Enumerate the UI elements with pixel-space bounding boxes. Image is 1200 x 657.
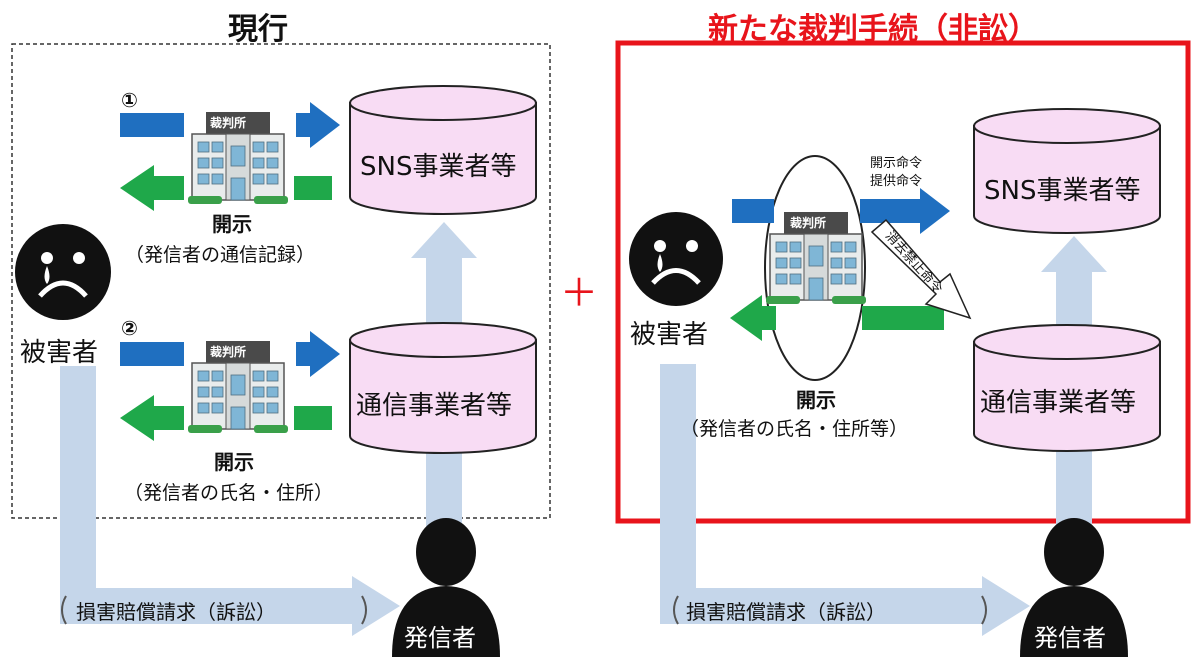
green-arrow-right (730, 295, 776, 341)
disclose-head-2: 開示 (214, 450, 254, 474)
telecom-label-left: 通信事業者等 (356, 391, 513, 421)
blue-arrow-right (860, 188, 950, 234)
victim-label-right: 被害者 (630, 320, 709, 350)
victim-sad-face-right (629, 212, 723, 306)
sender-silhouette-left (392, 518, 500, 657)
disclose-body-1: （発信者の通信記録） (125, 244, 316, 266)
order-disclose-label: 開示命令 (870, 156, 923, 171)
current-title: 現行 (228, 12, 288, 47)
disclose-body-2: （発信者の氏名・住所） (124, 482, 334, 504)
blue-arrow-1 (296, 102, 340, 148)
damages-claim-arrow-right (660, 364, 1030, 636)
erase-order-arrow (870, 218, 972, 320)
victim-label-left: 被害者 (20, 338, 99, 368)
telecom-cylinder-left (349, 322, 537, 454)
new-procedure-title: 新たな裁判手続（非訟） (708, 12, 1038, 47)
plus-sign: ＋ (560, 271, 599, 315)
current-frame (11, 43, 551, 519)
telecom-label-right: 通信事業者等 (980, 388, 1137, 418)
blue-arrow-2 (296, 331, 340, 377)
disclose-body-right: （発信者の氏名・住所等） (680, 418, 909, 440)
sns-label-left: SNS事業者等 (360, 152, 517, 182)
sns-label-right: SNS事業者等 (984, 176, 1141, 206)
court-sign-right: 裁判所 (790, 216, 827, 230)
court-sign-2: 裁判所 (210, 345, 247, 359)
sender-label-left: 発信者 (404, 624, 476, 652)
step-1-marker: ① (121, 88, 138, 112)
sender-label-right: 発信者 (1034, 624, 1106, 652)
green-arrow-2 (120, 395, 184, 441)
step-2-marker: ② (121, 316, 138, 340)
green-arrow-1 (120, 165, 184, 211)
sns-cylinder-left (349, 85, 537, 215)
order-provide-label: 提供命令 (870, 174, 923, 189)
sns-cylinder-right (973, 108, 1161, 234)
victim-sad-face-left (15, 224, 111, 320)
sender-silhouette-right (1020, 518, 1128, 657)
disclose-head-right: 開示 (796, 388, 836, 412)
court-sign-1: 裁判所 (210, 116, 247, 130)
new-procedure-frame (615, 40, 1191, 524)
damages-label-right: 損害賠償請求（訴訟） (686, 600, 886, 624)
damages-label-left: 損害賠償請求（訴訟） (76, 600, 276, 624)
telecom-cylinder-right (973, 324, 1161, 452)
disclose-head-1: 開示 (212, 212, 252, 236)
